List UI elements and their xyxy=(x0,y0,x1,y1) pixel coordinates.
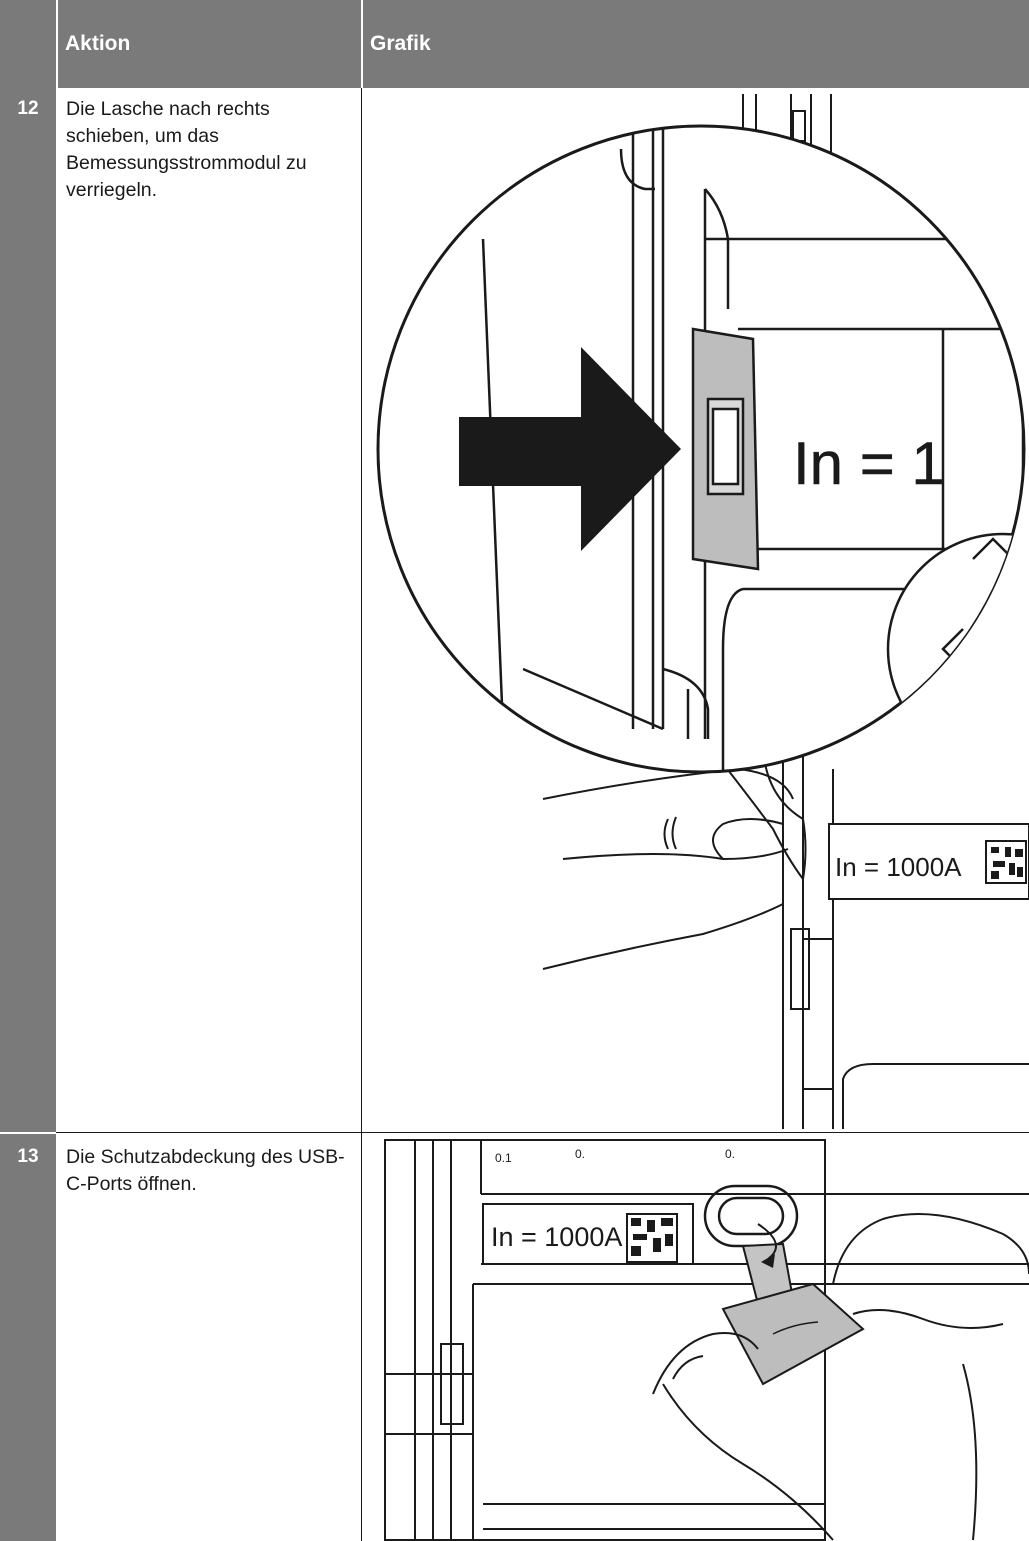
scale-mark: 0. xyxy=(725,1147,735,1161)
module-rating-label: In = 1000A xyxy=(483,1204,693,1264)
step-12-illustration: In = 1000A xyxy=(363,89,1029,1131)
hand-illustration xyxy=(653,1214,1029,1540)
step-action-text: Die Schutzabdeckung des USB-C-Ports öffn… xyxy=(66,1144,351,1198)
table-header xyxy=(0,0,1029,88)
header-divider xyxy=(56,0,58,88)
hand-illustration xyxy=(543,769,793,969)
step-action-text: Die Lasche nach rechts schieben, um das … xyxy=(66,96,351,204)
step-divider xyxy=(0,1132,56,1134)
column-rule xyxy=(361,88,362,1541)
header-aktion: Aktion xyxy=(65,32,130,56)
usb-cover-flap xyxy=(723,1224,863,1384)
step-number: 12 xyxy=(0,98,56,120)
step-number: 13 xyxy=(0,1146,56,1168)
zoom-label-text: In = 1 xyxy=(793,430,945,497)
module-label-text: In = 1000A xyxy=(491,1222,622,1252)
step-number-column xyxy=(0,88,56,1541)
row-rule xyxy=(56,1132,1029,1133)
scale-marks: 0.1 0. 0. xyxy=(495,1147,735,1165)
module-label-text: In = 1000A xyxy=(835,852,962,882)
scale-mark: 0.1 xyxy=(495,1151,512,1165)
scale-mark: 0. xyxy=(575,1147,585,1161)
header-grafik: Grafik xyxy=(370,32,431,56)
step-13-illustration: 0.1 0. 0. In = 1000A xyxy=(363,1134,1029,1541)
header-divider xyxy=(361,0,363,88)
